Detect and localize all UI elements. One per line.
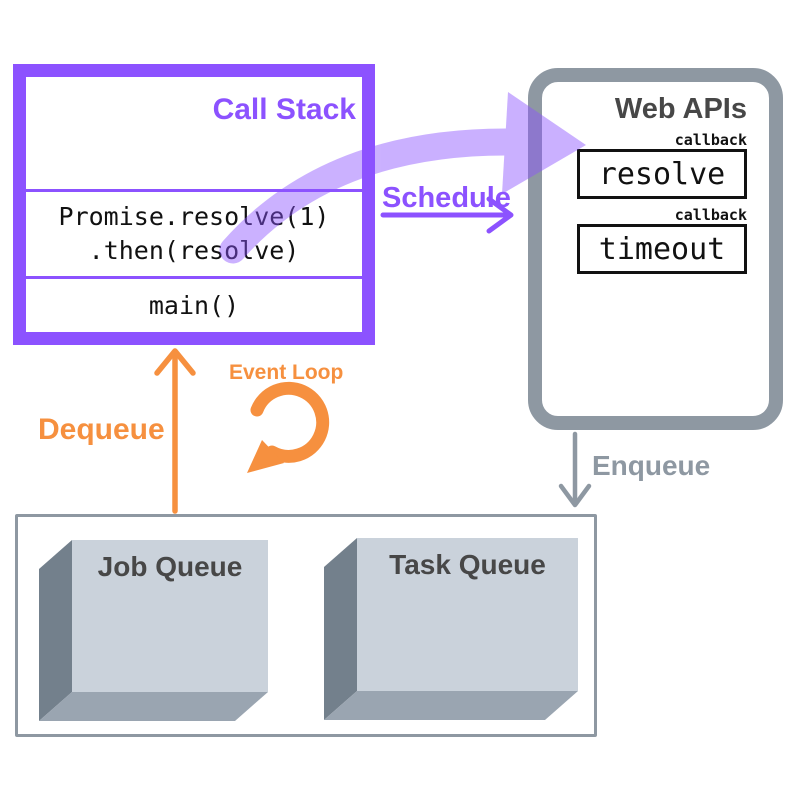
stack-divider bbox=[26, 189, 362, 192]
job-queue-label: Job Queue bbox=[97, 551, 243, 582]
task-queue-bottom-face bbox=[324, 691, 578, 720]
stack-frame-main: main() bbox=[148, 291, 240, 320]
stack-frame-promise: Promise.resolve(1) .then(resolve) bbox=[26, 192, 362, 276]
job-queue-bottom-face bbox=[39, 692, 268, 721]
dequeue-label: Dequeue bbox=[38, 413, 165, 446]
callback-tag: callback bbox=[674, 131, 747, 149]
call-stack-header: Call Stack bbox=[26, 77, 362, 189]
schedule-label: Schedule bbox=[382, 182, 511, 214]
stack-frame-line-1: Promise.resolve(1) bbox=[58, 202, 330, 231]
web-apis-title: Web APIs bbox=[614, 93, 747, 125]
task-queue-box bbox=[324, 538, 578, 720]
task-queue-front-face bbox=[357, 538, 578, 691]
task-queue-label: Task Queue bbox=[389, 549, 546, 580]
job-queue-side-face bbox=[39, 540, 72, 721]
web-apis-box: Web APIs callback resolve callback timeo… bbox=[528, 68, 783, 430]
stack-divider bbox=[26, 276, 362, 279]
callback-tag: callback bbox=[674, 206, 747, 224]
enqueue-arrow bbox=[558, 431, 592, 508]
job-queue-box bbox=[39, 540, 268, 721]
stack-frame-line-2: .then(resolve) bbox=[88, 236, 300, 265]
event-loop-label: Event Loop bbox=[229, 361, 344, 384]
callback-timeout-box: timeout bbox=[577, 224, 747, 274]
task-queue-side-face bbox=[324, 538, 357, 720]
call-stack-title: Call Stack bbox=[212, 93, 356, 126]
call-stack-box: Call Stack Promise.resolve(1) .then(reso… bbox=[13, 64, 375, 345]
event-loop-arrow bbox=[247, 381, 330, 473]
callback-resolve-box: resolve bbox=[577, 149, 747, 199]
enqueue-label: Enqueue bbox=[592, 450, 711, 481]
job-queue-front-face bbox=[72, 540, 268, 692]
